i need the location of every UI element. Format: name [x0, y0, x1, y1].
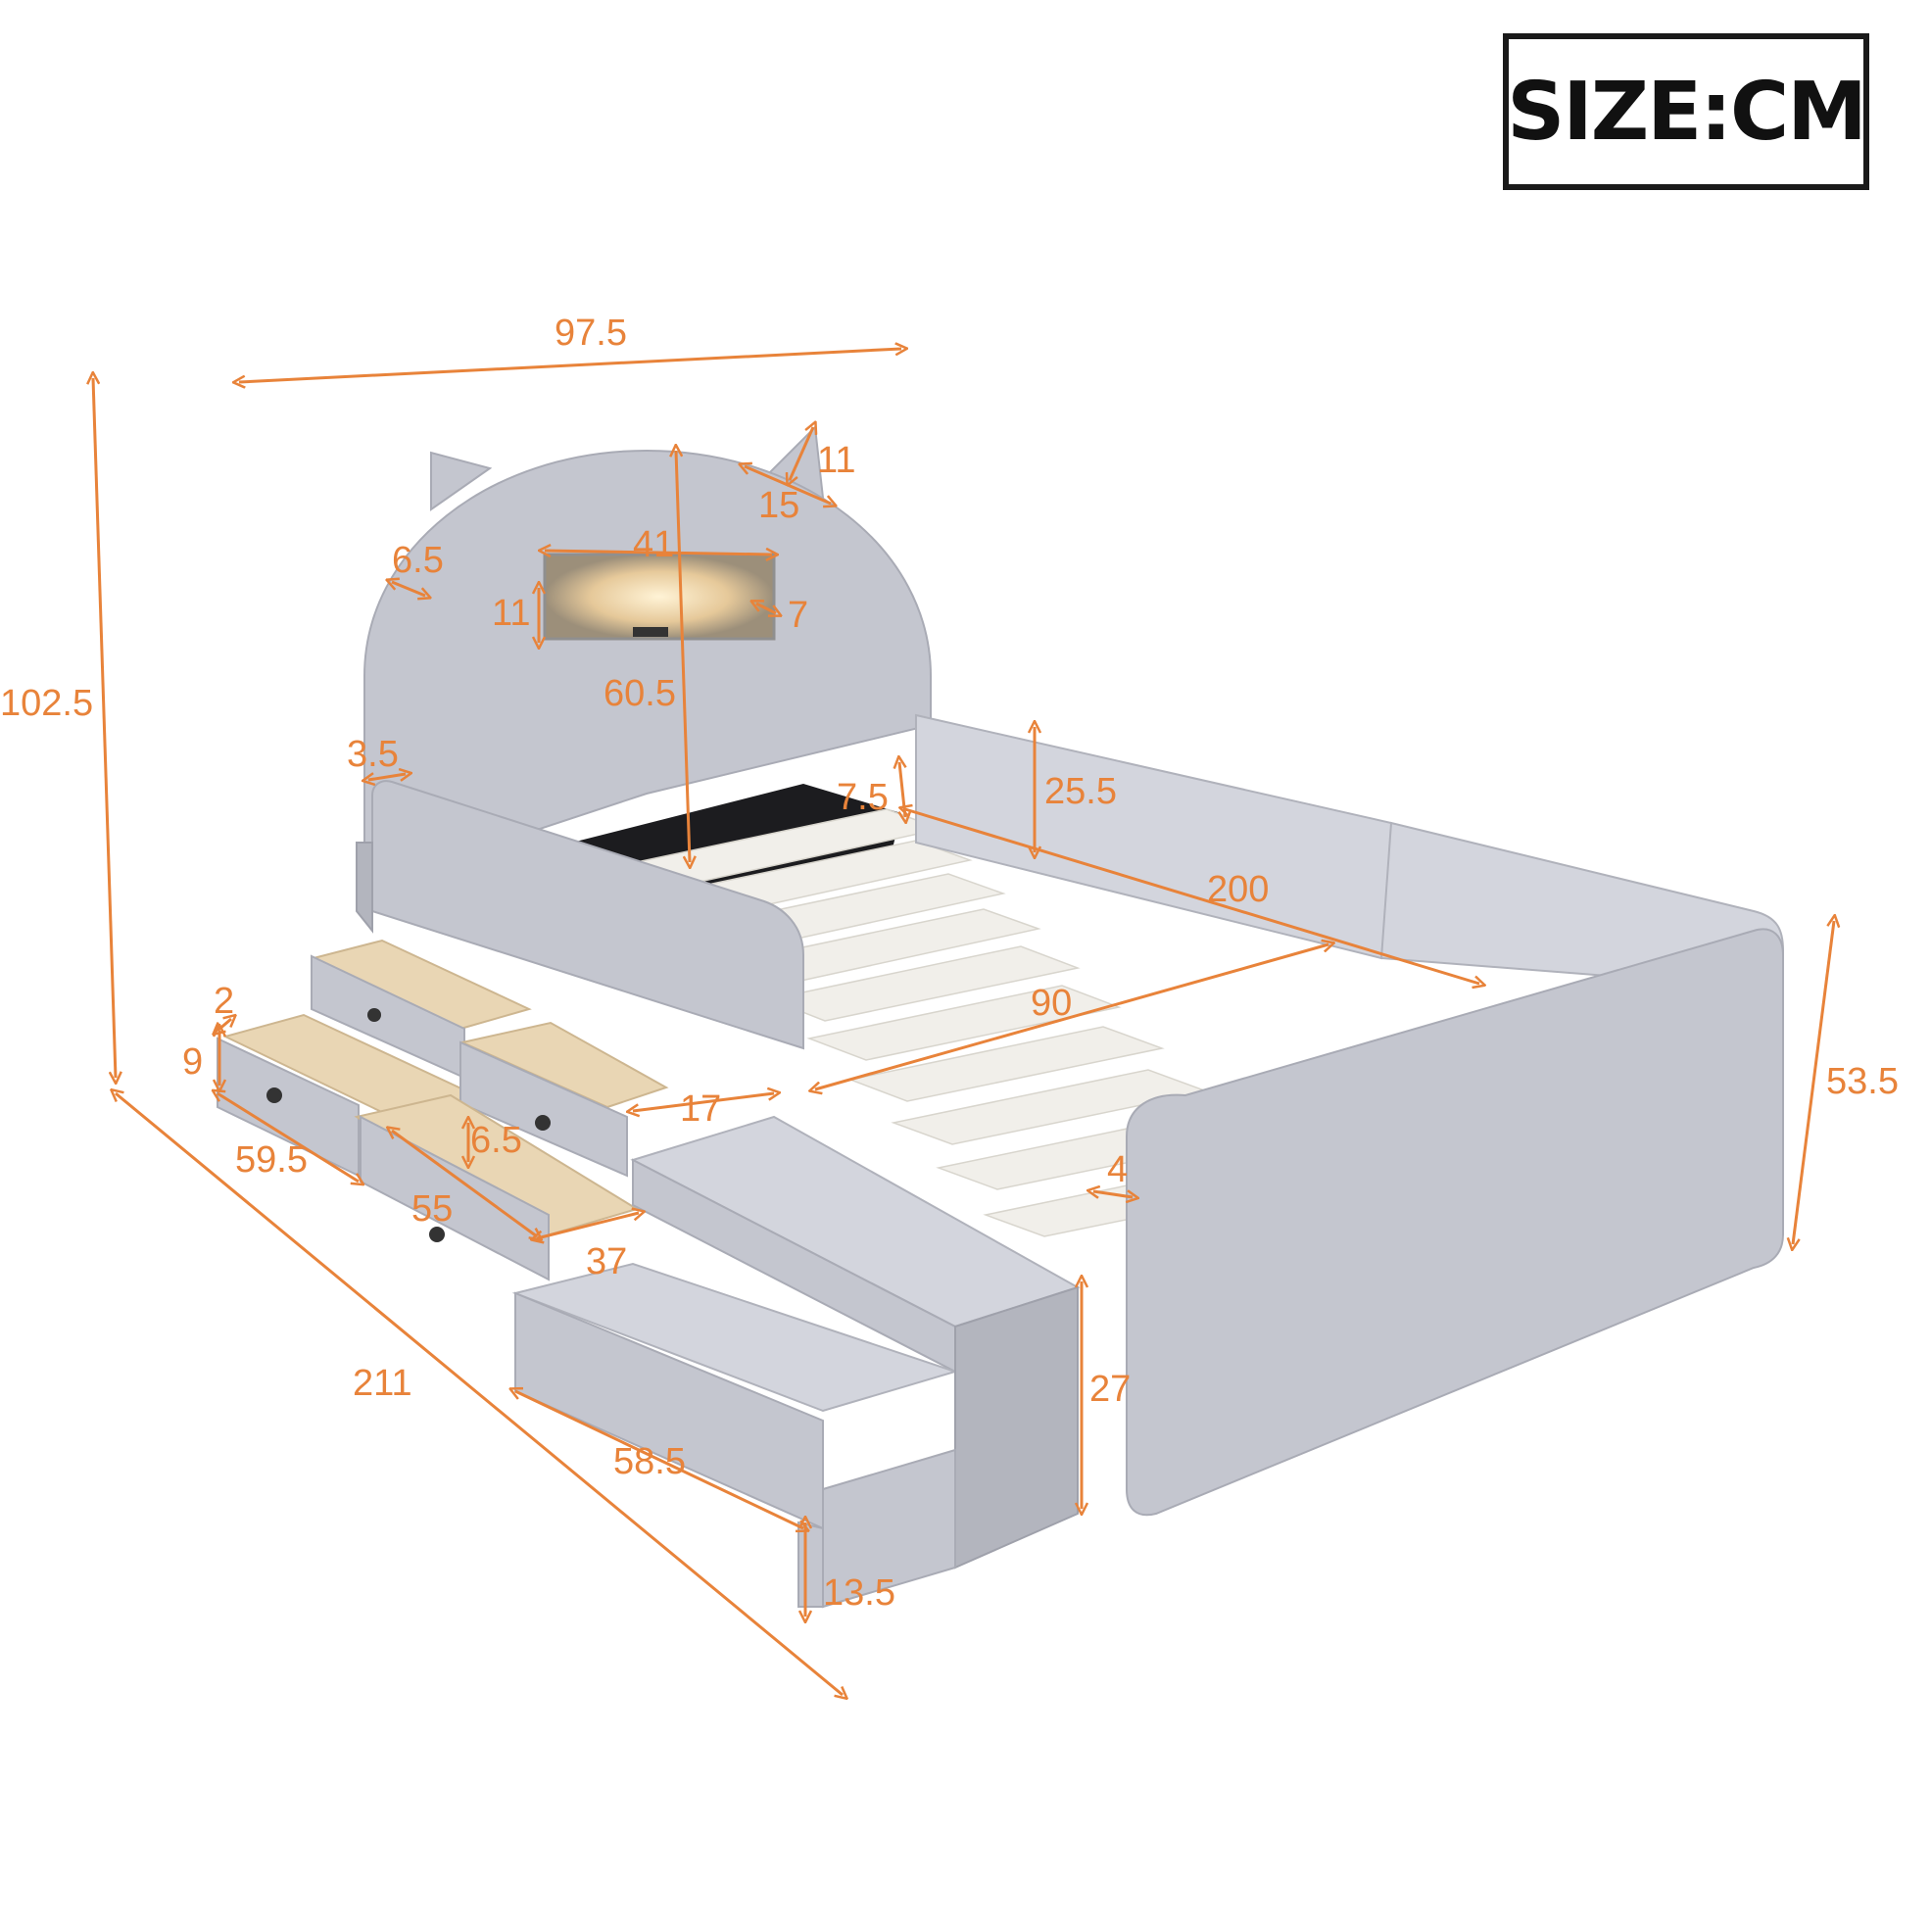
dim-ear-height: 11 — [817, 440, 855, 481]
dim-slat-depth: 7.5 — [837, 777, 889, 818]
footboard-panel — [1126, 928, 1784, 1517]
size-unit-label: SIZE:CM — [1507, 65, 1867, 159]
dim-headboard-thickness: 6.5 — [392, 540, 444, 581]
headboard — [363, 449, 932, 889]
headboard-base — [356, 842, 373, 934]
dim-total-height: 102.5 — [0, 683, 93, 724]
dim-step-drawer-height: 13.5 — [823, 1572, 895, 1614]
shelf-outlet — [633, 627, 668, 637]
drawer-knob — [266, 1087, 282, 1103]
dim-headboard-gap: 3.5 — [347, 734, 399, 775]
bed-drawing — [217, 424, 1784, 1609]
size-unit-badge: SIZE:CM — [1503, 33, 1869, 190]
dim-shelf-width: 41 — [633, 524, 674, 565]
headboard-shelf — [543, 553, 776, 641]
dim-inner-width: 90 — [1031, 983, 1072, 1024]
dim-shelf-depth: 7 — [788, 595, 808, 636]
dim-inner-length: 200 — [1207, 869, 1269, 910]
dim-footboard-thickness: 4 — [1107, 1149, 1128, 1190]
dimension-lines — [93, 349, 1834, 1695]
dim-drawer-inner-length: 55 — [411, 1188, 453, 1230]
dim-ear-width: 15 — [758, 485, 799, 526]
dim-shelf-height: 11 — [492, 593, 530, 634]
left-ear — [430, 451, 493, 511]
dim-step-height: 27 — [1089, 1369, 1131, 1410]
dim-step-length: 58.5 — [613, 1441, 686, 1482]
dim-side-height: 53.5 — [1826, 1061, 1899, 1102]
dim-drawer-length: 59.5 — [235, 1139, 308, 1181]
dim-guard-height: 25.5 — [1044, 771, 1117, 812]
dim-headboard-to-slats: 60.5 — [603, 673, 676, 714]
dim-drawer-inner-width: 37 — [586, 1241, 627, 1282]
dim-total-width: 97.5 — [555, 313, 627, 354]
drawer-knob — [367, 1008, 381, 1022]
dim-step-top-width: 17 — [680, 1088, 721, 1130]
drawer-knob — [535, 1115, 551, 1131]
dim-drawer-height: 9 — [182, 1041, 203, 1083]
dim-total-length: 211 — [353, 1363, 412, 1404]
dim-drawer-inner-depth: 6.5 — [470, 1120, 522, 1161]
dimension-labels: 97.5 102.5 211 53.5 11 15 41 11 7 6.5 60… — [0, 313, 1899, 1614]
dim-drawer-side: 2 — [214, 981, 234, 1022]
